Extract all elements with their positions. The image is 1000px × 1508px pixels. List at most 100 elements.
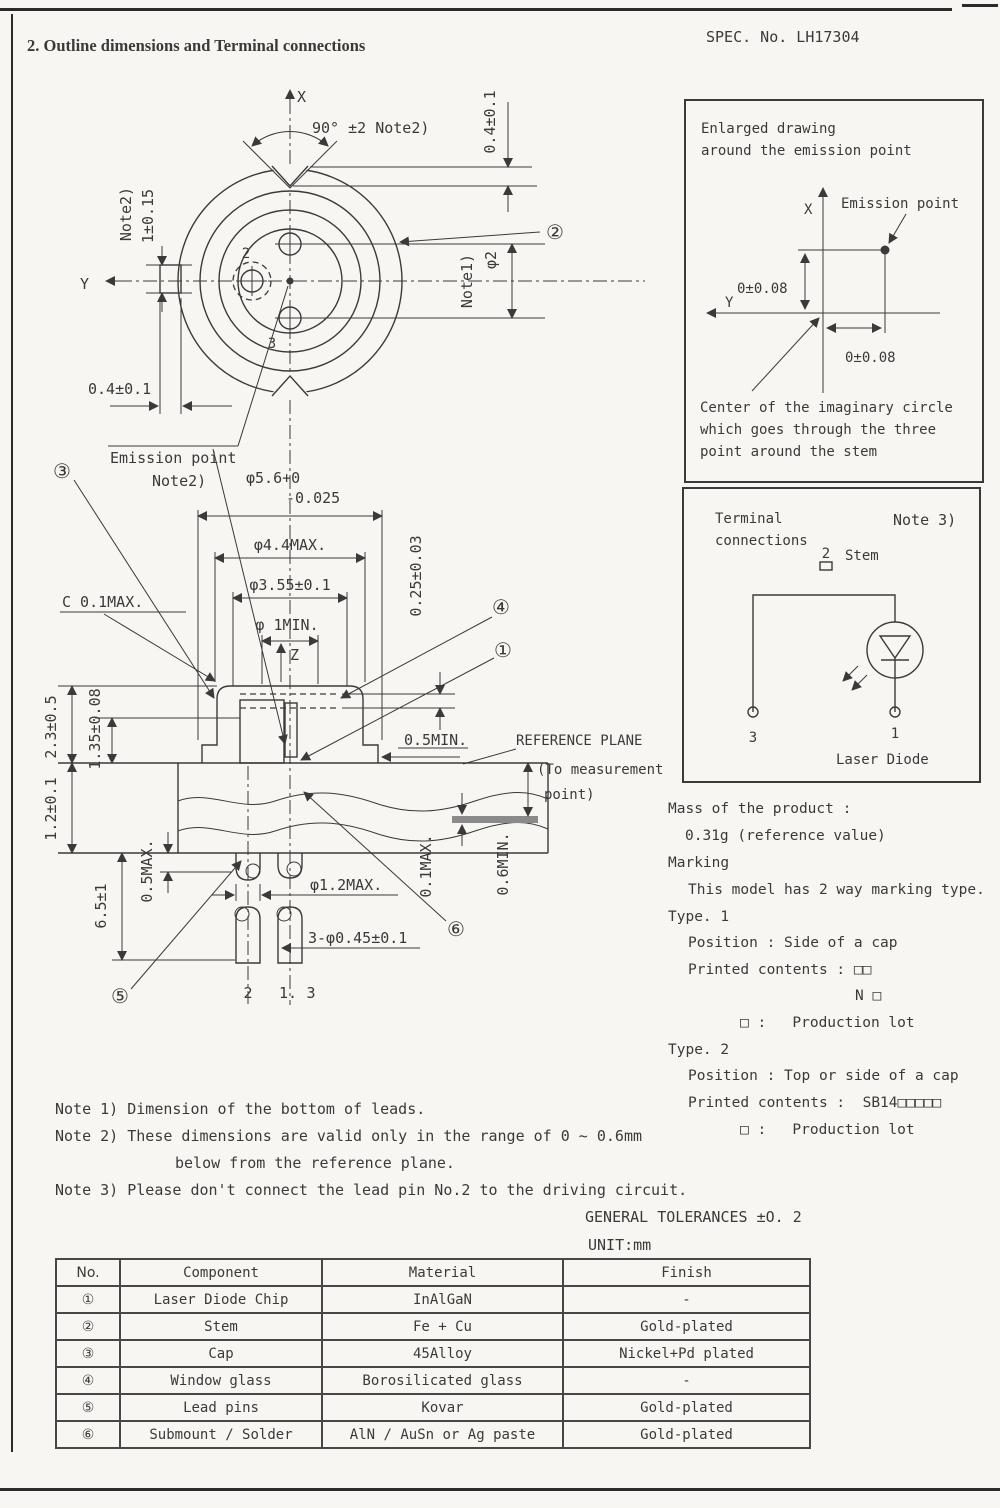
- pin1-top: [275, 229, 305, 259]
- page-border-bottom: [0, 1488, 1000, 1491]
- reference-plane-sub2: point): [544, 787, 595, 803]
- terminal-title-1: Terminal: [715, 511, 782, 527]
- pin-circle-dim: φ2: [482, 251, 500, 269]
- emission-point-dot: [286, 277, 294, 285]
- table-header-finish: Finish: [562, 1258, 811, 1287]
- angle-dim: 90° ±2 Note2): [312, 119, 429, 137]
- aperture-dia: φ 1MIN.: [255, 616, 318, 634]
- tab-height-dim: 1±0.15: [139, 189, 157, 243]
- unit-label: UNIT:mm: [588, 1236, 652, 1254]
- lead2-label: 2: [243, 984, 252, 1002]
- pin3-top: [275, 303, 305, 333]
- chip-submount: [284, 702, 298, 758]
- wire: [752, 594, 896, 712]
- callout-lead-pins: ⑤: [111, 984, 129, 1008]
- enlarged-dim-vertical: 0±0.08: [737, 281, 788, 297]
- chamfer-dim: C 0.1MAX.: [62, 593, 143, 611]
- enlarged-axis-y: Y: [725, 295, 734, 311]
- clearance-dim: 0.5MIN.: [404, 731, 467, 749]
- info-line: □ : Production lot: [740, 1122, 915, 1138]
- info-line: Marking: [668, 855, 730, 871]
- table-cell: Submount / Solder: [119, 1420, 323, 1449]
- info-line: Position : Side of a cap: [688, 935, 898, 951]
- emission-height-dim: 1.35±0.08: [86, 688, 104, 769]
- axis-z-label: Z: [290, 646, 299, 664]
- lead-dia-dim: φ1.2MAX.: [310, 876, 382, 894]
- table-cell: -: [562, 1285, 811, 1314]
- callout-cap: ③: [53, 459, 71, 483]
- heatsink-post: [239, 699, 285, 764]
- table-cell: ②: [55, 1312, 121, 1341]
- laser-diode-label: Laser Diode: [836, 752, 929, 768]
- info-line: Type. 2: [668, 1042, 730, 1058]
- table-cell: ③: [55, 1339, 121, 1368]
- table-cell: Gold-plated: [562, 1393, 811, 1422]
- emission-point-callout: Emission point: [108, 285, 289, 745]
- table-cell: ⑤: [55, 1393, 121, 1422]
- lead-length-dim: 6.5±1: [92, 883, 110, 928]
- note-line: below from the reference plane.: [175, 1154, 455, 1172]
- info-line: Printed contents : □□: [688, 962, 872, 978]
- terminal-3-dot: [747, 706, 759, 718]
- table-cell: Cap: [119, 1339, 323, 1368]
- table-header-no: No.: [55, 1258, 121, 1287]
- table-cell: Lead pins: [119, 1393, 323, 1422]
- table-cell: 45Alloy: [321, 1339, 564, 1368]
- page-border-left: [11, 14, 13, 1452]
- emission-point-label: Emission point: [110, 449, 236, 467]
- pin-circle-note: Note1): [458, 254, 476, 308]
- table-cell: AlN / AuSn or Ag paste: [321, 1420, 564, 1449]
- pin2-label: 2: [242, 246, 250, 262]
- lead-pin13-tip: [277, 906, 303, 964]
- enlarged-dim-horizontal: 0±0.08: [845, 350, 896, 366]
- info-line: Type. 1: [668, 909, 730, 925]
- table-cell: Borosilicated glass: [321, 1366, 564, 1395]
- lead-pin2-tip: [235, 906, 261, 964]
- stem-circle: [199, 190, 381, 372]
- table-cell: ④: [55, 1366, 121, 1395]
- stem-thickness-dim: 1.2±0.1: [42, 777, 60, 840]
- lead-tip-dia-dim: 3-φ0.45±0.1: [308, 929, 407, 947]
- cap-note: Note2): [152, 472, 206, 490]
- terminal-1-dot: [889, 706, 901, 718]
- table-cell: Fe + Cu: [321, 1312, 564, 1341]
- enlarged-emission-label: Emission point: [841, 196, 959, 212]
- table-cell: ①: [55, 1285, 121, 1314]
- info-line: N □: [855, 988, 882, 1004]
- callout-stem: ②: [546, 220, 564, 244]
- side-view: Note2) φ5.6+0 -0.025 φ4.4MAX. φ3.55±0.1 …: [42, 459, 663, 1008]
- info-line: □ : Production lot: [740, 1015, 915, 1031]
- terminal-pin1-label: 1: [891, 726, 899, 742]
- enlarged-emission-dot: [880, 245, 890, 255]
- terminal-connections-box: Terminal connections Note 3) 2 Stem 3 1 …: [682, 487, 981, 783]
- window-dia: φ3.55±0.1: [249, 576, 330, 594]
- info-line: Position : Top or side of a cap: [688, 1068, 959, 1084]
- note-line: Note 2) These dimensions are valid only …: [55, 1127, 642, 1145]
- table-cell: Window glass: [119, 1366, 323, 1395]
- cap-circle: [218, 209, 362, 353]
- callout-submount: ⑥: [447, 917, 465, 941]
- pin3-label: 3: [268, 336, 276, 352]
- page-title: 2. Outline dimensions and Terminal conne…: [27, 36, 366, 55]
- enlarged-caption-2: which goes through the three: [700, 422, 936, 438]
- terminal-note: Note 3): [893, 511, 956, 529]
- table-cell: Kovar: [321, 1393, 564, 1422]
- cap-dia: φ5.6+0: [246, 469, 300, 487]
- terminal-pin2-label: 2: [822, 546, 830, 562]
- reference-plane-label: REFERENCE PLANE: [516, 733, 642, 749]
- note-line: Note 3) Please don't connect the lead pi…: [55, 1181, 688, 1199]
- table-cell: -: [562, 1366, 811, 1395]
- enlarged-title-2: around the emission point: [701, 143, 912, 159]
- enlarged-axis-x: X: [804, 202, 813, 218]
- tab-note: Note2): [117, 187, 135, 241]
- burr-dim: 0.1MAX.: [417, 834, 435, 897]
- table-cell: Nickel+Pd plated: [562, 1339, 811, 1368]
- enlarged-caption-3: point around the stem: [700, 444, 877, 460]
